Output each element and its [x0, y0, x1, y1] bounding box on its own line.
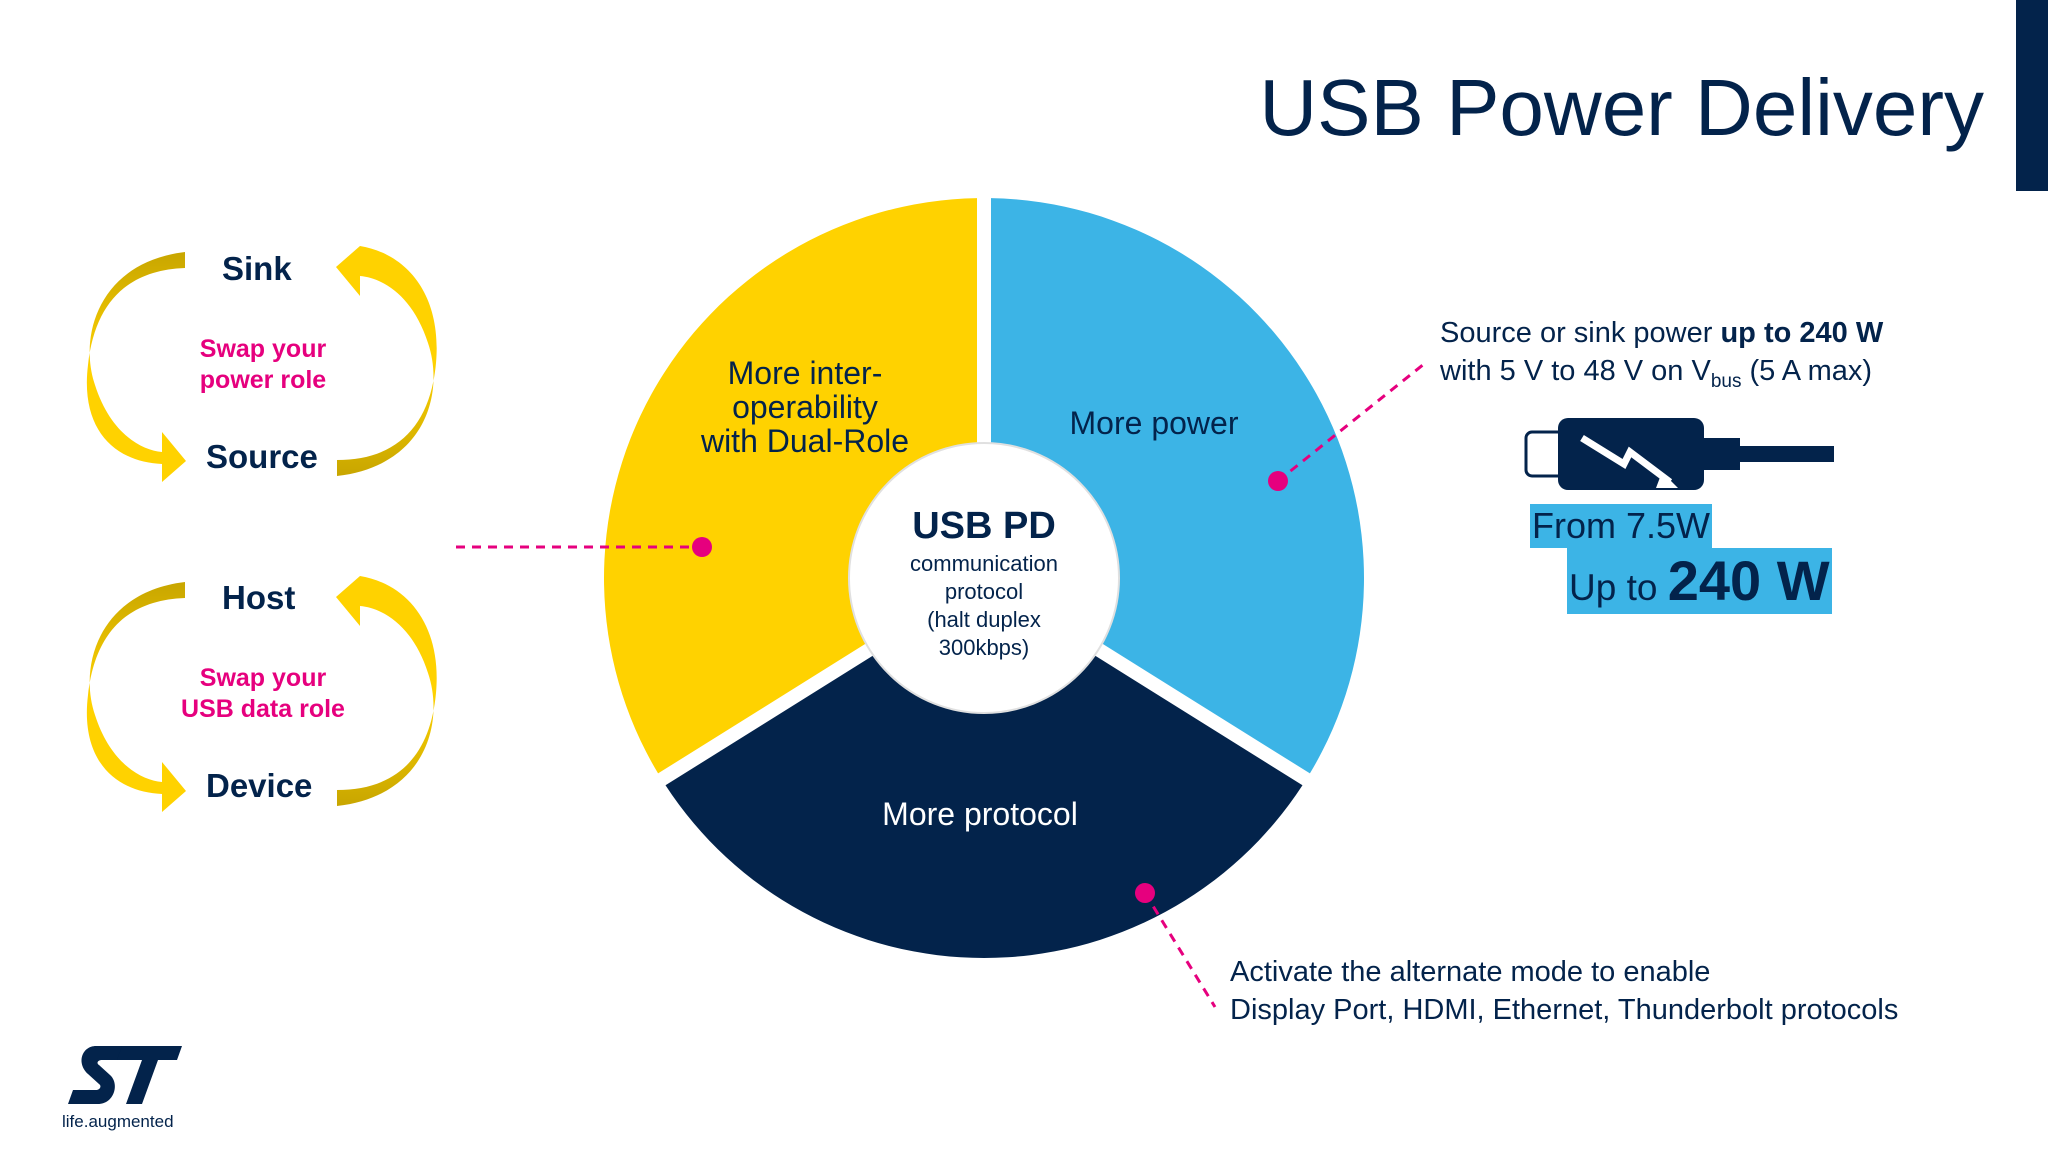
segment-interoperability [603, 198, 978, 774]
segment-power [990, 198, 1365, 774]
swap-data-line1: Swap your [199, 664, 327, 692]
page-title: USB Power Delivery [1259, 63, 1984, 152]
upto-prefix: Up to [1569, 567, 1668, 608]
accent-bar [2016, 0, 2048, 191]
segment-protocol [665, 651, 1303, 959]
swap-power-line2: power role [199, 366, 327, 394]
center-line4: 300kbps) [938, 635, 1030, 660]
upto-value: 240 W [1667, 549, 1830, 612]
sink-label: Sink [222, 250, 292, 287]
center-title: USB PD [912, 505, 1056, 547]
swap-data-line2: USB data role [181, 695, 345, 723]
center-hub [848, 442, 1120, 714]
power-connector-dot [1268, 471, 1288, 491]
power-note-suffix: (5 A max) [1741, 355, 1873, 387]
st-logo-s [68, 1046, 128, 1104]
right-curved-arrow [336, 246, 437, 476]
st-logo: ST [68, 1046, 182, 1104]
interop-line3: with Dual-Role [700, 423, 910, 459]
from-power-badge: From 7.5W [1530, 504, 1713, 548]
power-note: Source or sink power up to 240 W with 5 … [1440, 314, 1883, 401]
power-role-cycle-arrows [86, 246, 437, 482]
power-note-vbus-prefix: with 5 V to 48 V on V [1440, 355, 1711, 387]
interop-line2: operability [732, 389, 878, 425]
logo-tagline: life.augmented [62, 1112, 174, 1131]
st-logo-t [117, 1046, 182, 1104]
protocol-note: Activate the alternate mode to enable Di… [1230, 953, 1898, 1029]
right-curved-arrow [336, 576, 437, 806]
segment-power-label: More power [1069, 405, 1239, 441]
usb-c-lightning-icon [1524, 418, 1834, 490]
center-line2: protocol [944, 579, 1024, 604]
power-note-line1: Source or sink power up to 240 W [1440, 314, 1883, 352]
center-description: communication protocol (halt duplex 300k… [834, 550, 1134, 662]
power-note-prefix: Source or sink power [1440, 317, 1721, 349]
swap-power-role-text: Swap your power role [153, 334, 373, 396]
source-label: Source [206, 438, 318, 475]
left-curved-arrow [86, 252, 186, 482]
interop-line1: More inter- [727, 355, 883, 391]
data-role-cycle-arrows [86, 576, 437, 812]
host-label: Host [222, 579, 296, 616]
segment-protocol-label: More protocol [882, 796, 1078, 832]
left-curved-arrow [86, 582, 186, 812]
device-label: Device [206, 767, 313, 804]
protocol-connector-dot [1135, 883, 1155, 903]
center-line3: (halt duplex [927, 607, 1041, 632]
protocol-note-line2: Display Port, HDMI, Ethernet, Thunderbol… [1230, 994, 1899, 1026]
protocol-note-line1: Activate the alternate mode to enable [1230, 956, 1711, 988]
segment-interoperability-label: More inter- operability with Dual-Role [690, 356, 920, 458]
swap-data-role-text: Swap your USB data role [153, 663, 373, 725]
upto-power-badge: Up to 240 W [1567, 548, 1832, 614]
power-note-bold: up to 240 W [1720, 317, 1884, 349]
power-note-vbus-sub: bus [1710, 370, 1742, 392]
dual-role-connector-dot [692, 537, 712, 557]
swap-power-line1: Swap your [199, 335, 327, 363]
power-note-line2: with 5 V to 48 V on Vbus (5 A max) [1440, 352, 1883, 401]
protocol-connector-line [1143, 892, 1217, 1008]
center-line1: communication [910, 551, 1058, 576]
